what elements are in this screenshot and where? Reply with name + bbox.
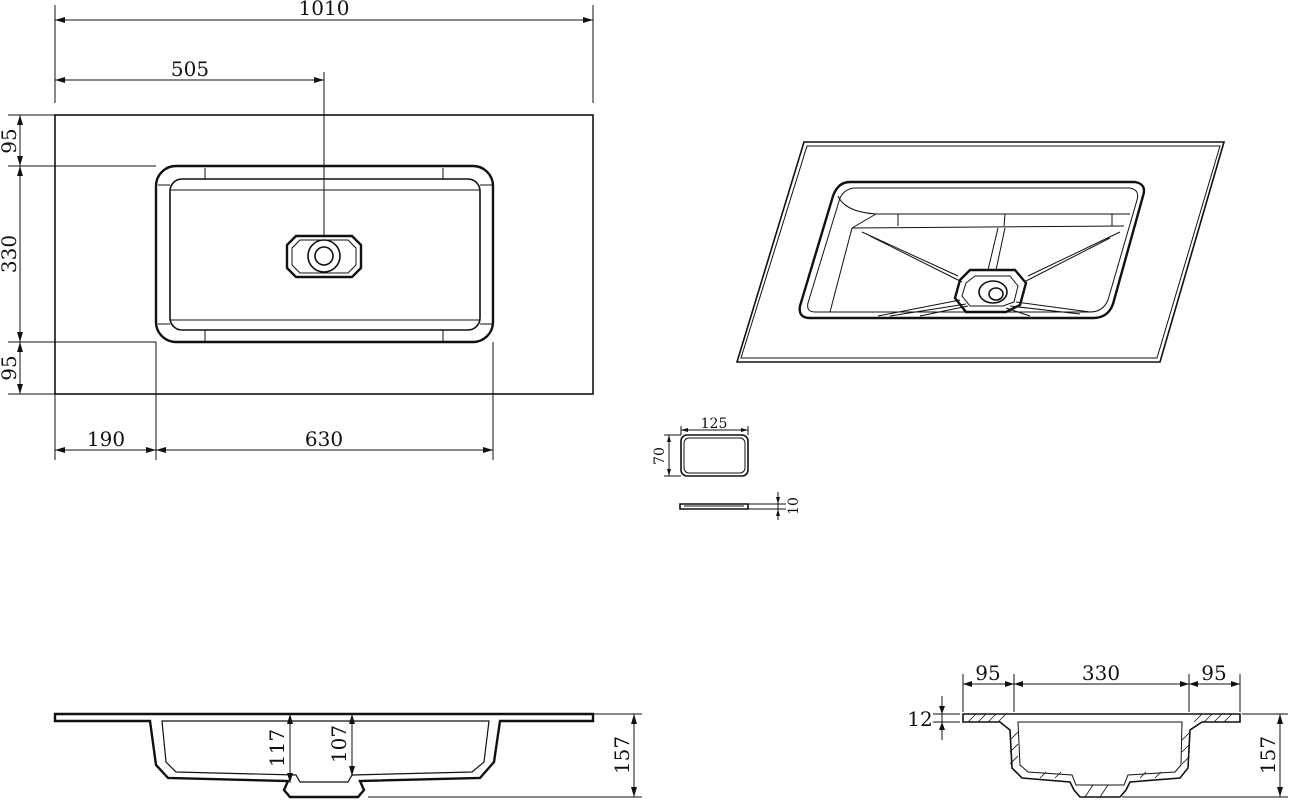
dim-left-margin: 190 xyxy=(87,427,125,451)
drain-iso xyxy=(953,268,1028,314)
front-section: 157 117 107 xyxy=(53,712,642,799)
dim-side-total-height: 157 xyxy=(1256,736,1280,774)
iso-countertop xyxy=(735,141,1226,363)
dim-cover-thickness: 10 xyxy=(786,497,802,515)
dim-side-basin: 330 xyxy=(1082,661,1120,685)
dim-side-top-thickness: 12 xyxy=(907,707,932,731)
basin-inner-outline xyxy=(169,178,481,331)
dim-front-depth-b: 107 xyxy=(327,725,351,763)
dim-overall-width: 1010 xyxy=(299,0,350,20)
side-section: 95 330 95 12 157 xyxy=(907,661,1288,798)
dim-cover-height: 70 xyxy=(652,447,668,465)
dim-front-depth-a: 117 xyxy=(265,729,289,767)
side-section-profile xyxy=(962,713,1241,798)
drain-plan xyxy=(285,234,363,279)
dim-top-margin: 95 xyxy=(0,128,21,153)
isometric-view xyxy=(735,141,1226,363)
dim-bottom-margin: 95 xyxy=(0,355,21,380)
plan-view: 1010 505 95 330 95 190 630 xyxy=(0,0,594,460)
dim-side-right-rim: 95 xyxy=(1201,661,1226,685)
iso-basin-rim xyxy=(798,180,1146,320)
dim-front-total-height: 157 xyxy=(610,736,634,774)
drain-cover-plan xyxy=(680,434,749,477)
dim-side-left-rim: 95 xyxy=(975,661,1000,685)
dim-cover-width: 125 xyxy=(701,416,728,432)
dim-basin-width: 630 xyxy=(305,427,343,451)
dim-drain-offset: 505 xyxy=(171,57,209,81)
front-section-profile xyxy=(53,712,595,799)
drain-cover-detail: 125 70 10 xyxy=(652,416,802,520)
dim-basin-depth: 330 xyxy=(0,235,21,273)
